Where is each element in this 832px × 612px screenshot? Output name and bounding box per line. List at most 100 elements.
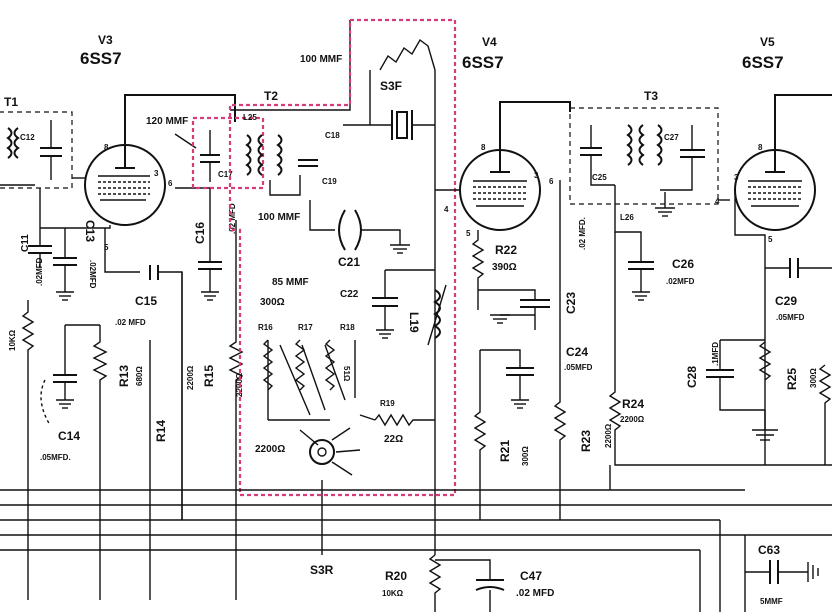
bus-wires [0, 480, 832, 612]
c23-name: C23 [564, 292, 578, 314]
r18-value: 51Ω [342, 366, 351, 382]
resistor-r15 [228, 220, 244, 600]
capacitor-c23 [478, 180, 561, 330]
capacitor-c26 [614, 185, 654, 301]
resistor-r11 [21, 300, 35, 600]
r23-name: R23 [579, 430, 593, 452]
transformer-t2 [191, 20, 351, 196]
c11-value: .02MFD [35, 257, 44, 286]
inductor-l19 [427, 284, 447, 346]
resistor-ladder [262, 339, 435, 476]
c18-label: C18 [325, 131, 340, 140]
r25-name: R25 [785, 368, 799, 390]
v3-pin6: 6 [168, 179, 173, 188]
capacitor-c47 [475, 579, 505, 612]
r2200-value: 2200Ω [255, 444, 285, 455]
resistor-r20 [428, 554, 491, 612]
c19-label: C19 [322, 177, 337, 186]
capacitor-c28 [706, 339, 765, 411]
c47-value: .02 MFD [516, 588, 554, 599]
r19-value: 22Ω [384, 434, 403, 445]
s3r-label: S3R [310, 563, 334, 577]
c27-label: C27 [664, 133, 679, 142]
c16-value: .02 MFD [228, 203, 237, 234]
c24-value: .05MFD [564, 363, 593, 372]
transformer-t1 [0, 111, 73, 189]
r22-value: 390Ω [492, 262, 517, 273]
c14-name: C14 [58, 429, 80, 443]
r16-value: 300Ω [260, 297, 285, 308]
c22-name: C22 [340, 289, 359, 300]
c63-name: C63 [758, 543, 780, 557]
r14-name: R14 [154, 420, 168, 442]
c24-name: C24 [566, 345, 588, 359]
r13-name: R13 [117, 365, 131, 387]
c25-label: C25 [592, 173, 607, 182]
t3-label: T3 [644, 89, 658, 103]
r11-value: 10KΩ [8, 329, 17, 351]
v5-pin8: 8 [758, 143, 763, 152]
v3-pin8: 8 [104, 143, 109, 152]
l26-label: L26 [620, 213, 634, 222]
c13-value: .02MFD [88, 260, 97, 289]
l19-label: L19 [407, 312, 421, 333]
c16-name: C16 [193, 222, 207, 244]
v4-name: V4 [482, 35, 497, 49]
v4-pin5: 5 [466, 229, 471, 238]
l25-label: L25 [243, 113, 257, 122]
capacitor-c24 [480, 349, 534, 409]
r14-value: 2200Ω [186, 365, 195, 390]
v5-pin5: 5 [768, 235, 773, 244]
c21-label: C21 [338, 255, 360, 269]
capacitor-c14 [40, 324, 100, 426]
v3-name: V3 [98, 33, 113, 47]
t3-pin4: 4 [715, 197, 720, 206]
c12-label: C12 [20, 133, 35, 142]
capacitor-c11 [28, 188, 52, 268]
c20-value: 100 MMF [300, 54, 342, 65]
c26-value: .02MFD [666, 277, 695, 286]
capacitor-c22 [372, 269, 435, 339]
c14-value: .05MFD. [40, 453, 71, 462]
r20-name: R20 [385, 569, 407, 583]
c28-name: C28 [685, 366, 699, 388]
resistor-r23 [553, 290, 567, 520]
resistor-r21 [473, 350, 487, 520]
c63-value: 5MMF [760, 597, 783, 606]
r16-label: R16 [258, 323, 273, 332]
r15-name: R15 [202, 365, 216, 387]
v5-name: V5 [760, 35, 775, 49]
tube-v5 [734, 149, 816, 231]
t1-label: T1 [4, 95, 18, 109]
r13-value: 680Ω [135, 366, 144, 386]
v4-pin8: 8 [481, 143, 486, 152]
c29-name: C29 [775, 294, 797, 308]
resistor-r22 [471, 230, 485, 310]
c15-name: C15 [135, 294, 157, 308]
r23-value: 2200Ω [604, 423, 613, 448]
r25-value: 300Ω [809, 368, 818, 388]
tube-v3 [84, 144, 166, 226]
v4-type: 6SS7 [462, 53, 504, 72]
c26-name: C26 [672, 257, 694, 271]
r19-name: R19 [380, 399, 395, 408]
c13-name: C13 [83, 220, 97, 242]
v5-pin3: 3 [734, 173, 739, 182]
c23-value: .02 MFD. [578, 217, 587, 250]
c17-label: C17 [218, 170, 233, 179]
c11-name: C11 [20, 234, 31, 252]
v3-pin5: 5 [104, 243, 109, 252]
r18-label: R18 [340, 323, 355, 332]
v4-pin3: 3 [534, 171, 539, 180]
r24-name: R24 [622, 397, 644, 411]
resistor-r24 [608, 232, 832, 466]
c100b-value: 100 MMF [258, 212, 300, 223]
resistor-r13 [92, 325, 108, 600]
resistor-r25 [752, 341, 778, 441]
r21-name: R21 [498, 440, 512, 462]
capacitor-c13 [53, 228, 77, 301]
tube-v4 [459, 149, 541, 231]
capacitor-c21 [309, 200, 410, 254]
transformer-t3 [569, 107, 730, 217]
